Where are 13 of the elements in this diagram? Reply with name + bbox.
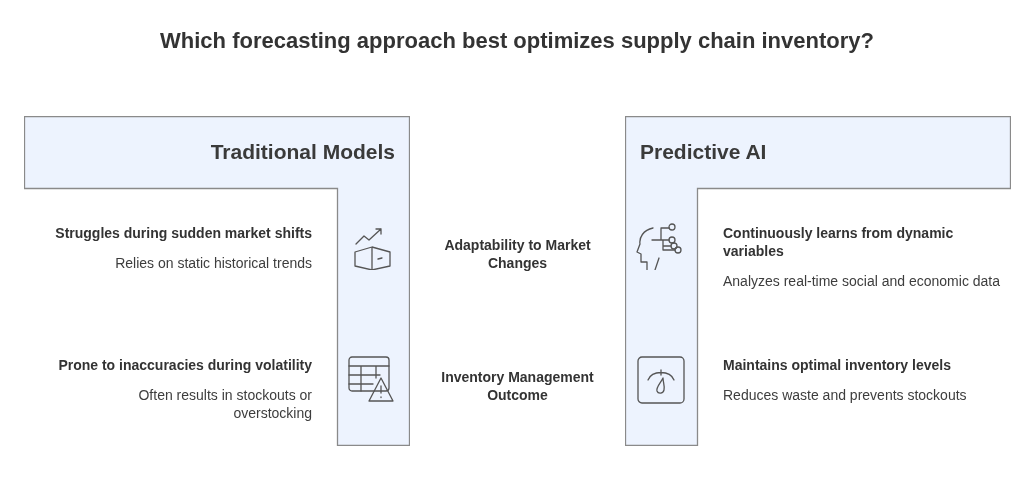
row-heading: Struggles during sudden market shifts — [54, 224, 312, 242]
row-heading: Maintains optimal inventory levels — [723, 356, 952, 374]
row-heading: Prone to inaccuracies during volatility — [57, 356, 312, 374]
row-heading: Inventory Management Outcome — [440, 368, 595, 404]
panel-heading: Traditional Models — [210, 140, 395, 164]
row-description: Often results in stockouts or overstocking — [137, 386, 312, 422]
row-heading: Continuously learns from dynamic variables — [723, 224, 955, 260]
row-description: Relies on static historical trends — [114, 254, 312, 272]
panel-heading: Predictive AI — [640, 140, 767, 164]
row-heading: Adaptability to Market Changes — [443, 236, 592, 272]
row-description: Analyzes real-time social and economic data — [723, 272, 1002, 290]
title: Which forecasting approach best optimizes supply chain inventory? — [159, 28, 875, 54]
row-description: Reduces waste and prevents stockouts — [723, 386, 968, 404]
